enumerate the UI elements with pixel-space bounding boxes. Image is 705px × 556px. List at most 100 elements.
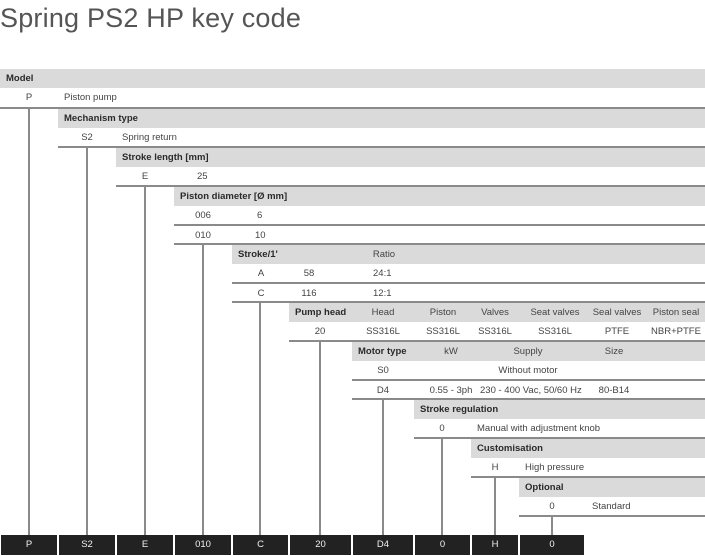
desc: High pressure — [525, 462, 585, 473]
size: 80-B14 — [598, 385, 630, 396]
value: 58 — [303, 268, 315, 279]
table-row-customisation-h: H High pressure — [471, 458, 705, 477]
connector-line — [494, 478, 496, 535]
seat-valves: SS316L — [538, 326, 572, 337]
key-code-box-pump-head: 20 — [290, 535, 351, 555]
divider — [352, 398, 705, 400]
table-row-stroke-c: C 116 12:1 — [232, 284, 705, 303]
key-code-box-customisation: H — [472, 535, 518, 555]
kw: 0.55 - 3ph — [429, 385, 473, 396]
value: 116 — [301, 288, 317, 299]
section-header-pump-head: Pump head Head Piston Valves Seat valves… — [289, 303, 705, 322]
desc: Standard — [592, 501, 631, 512]
table-row-piston-010: 010 10 — [174, 226, 705, 245]
code: C — [257, 288, 265, 299]
desc: 25 — [197, 171, 208, 182]
section-header-piston-diameter: Piston diameter [Ø mm] — [174, 187, 705, 206]
col-supply: Supply — [513, 346, 543, 357]
desc: Manual with adjustment knob — [477, 423, 601, 434]
divider — [232, 282, 705, 284]
divider — [0, 107, 705, 109]
connector-line — [551, 517, 553, 535]
header-label: Model — [6, 73, 34, 84]
table-row-piston-006: 006 6 — [174, 206, 705, 225]
header-label: Pump head — [295, 307, 347, 318]
header-label: Motor type — [358, 346, 407, 357]
desc: Without motor — [498, 365, 558, 376]
key-code-box-optional: 0 — [520, 535, 584, 555]
connector-line — [441, 439, 443, 535]
col-size: Size — [604, 346, 624, 357]
header-label: Mechanism type — [64, 113, 138, 124]
divider — [414, 437, 705, 439]
table-row-mechanism-s2: S2 Spring return — [58, 128, 705, 147]
col-valves: Valves — [481, 307, 509, 318]
section-header-model: Model — [0, 69, 705, 88]
key-code-box-stroke-length: E — [117, 535, 173, 555]
col-piston-seal: Piston seal — [652, 307, 700, 318]
code: 0 — [439, 423, 445, 434]
supply: 230 - 400 Vac, 50/60 Hz — [480, 385, 582, 396]
code: D4 — [376, 385, 390, 396]
desc: Spring return — [122, 132, 177, 143]
divider — [352, 379, 705, 381]
ratio: 24:1 — [373, 268, 392, 279]
connector-line — [382, 400, 384, 535]
head: SS316L — [366, 326, 400, 337]
seal-valves: PTFE — [604, 326, 630, 337]
key-code-box-mechanism: S2 — [59, 535, 115, 555]
ratio: 12:1 — [373, 288, 392, 299]
piston-seal: NBR+PTFE — [651, 326, 701, 337]
code: 010 — [195, 230, 211, 241]
header-label: Customisation — [477, 443, 543, 454]
header-label: Stroke/1' — [238, 249, 278, 260]
section-header-customisation: Customisation — [471, 439, 705, 458]
desc: 10 — [255, 230, 266, 241]
table-row-motor-s0: S0 Without motor — [352, 361, 705, 380]
divider — [174, 243, 705, 245]
key-code-box-stroke: C — [233, 535, 288, 555]
valves: SS316L — [478, 326, 512, 337]
header-label: Stroke regulation — [420, 404, 499, 415]
header-label: Optional — [525, 482, 564, 493]
connector-line — [144, 187, 146, 535]
divider — [471, 476, 705, 478]
key-code-box-stroke-regulation: 0 — [415, 535, 470, 555]
code: 20 — [314, 326, 326, 337]
connector-line — [202, 245, 204, 535]
piston: SS316L — [426, 326, 460, 337]
code: E — [141, 171, 149, 182]
table-row-stroke-regulation-0: 0 Manual with adjustment knob — [414, 419, 705, 438]
table-row-model-p: P Piston pump — [0, 88, 705, 107]
table-row-motor-d4: D4 0.55 - 3ph 230 - 400 Vac, 50/60 Hz 80… — [352, 381, 705, 400]
page-title: Spring PS2 HP key code — [0, 3, 302, 33]
table-row-pump-head-20: 20 SS316L SS316L SS316L SS316L PTFE NBR+… — [289, 322, 705, 341]
code: H — [491, 462, 499, 473]
col-head: Head — [371, 307, 395, 318]
section-header-stroke-per-min: Stroke/1' Ratio — [232, 245, 705, 264]
connector-line — [28, 109, 30, 535]
divider — [58, 146, 705, 148]
code: S2 — [81, 132, 93, 143]
code: 006 — [195, 210, 211, 221]
divider — [289, 340, 705, 342]
connector-line — [319, 342, 321, 535]
divider — [116, 185, 705, 187]
desc: Piston pump — [64, 92, 117, 103]
divider — [232, 301, 705, 303]
col-ratio: Ratio — [372, 249, 396, 260]
table-row-stroke-length-e: E 25 — [116, 167, 705, 186]
connector-line — [259, 303, 261, 535]
col-seal-valves: Seal valves — [592, 307, 642, 318]
table-row-optional-0: 0 Standard — [519, 497, 705, 516]
header-label: Stroke length [mm] — [122, 152, 209, 163]
section-header-motor-type: Motor type kW Supply Size — [352, 342, 705, 361]
code: P — [25, 92, 33, 103]
code: S0 — [377, 365, 389, 376]
key-code-box-motor-type: D4 — [353, 535, 413, 555]
col-piston: Piston — [429, 307, 457, 318]
col-seat-valves: Seat valves — [530, 307, 580, 318]
section-header-optional: Optional — [519, 478, 705, 497]
divider — [174, 224, 705, 226]
section-header-stroke-length: Stroke length [mm] — [116, 148, 705, 167]
